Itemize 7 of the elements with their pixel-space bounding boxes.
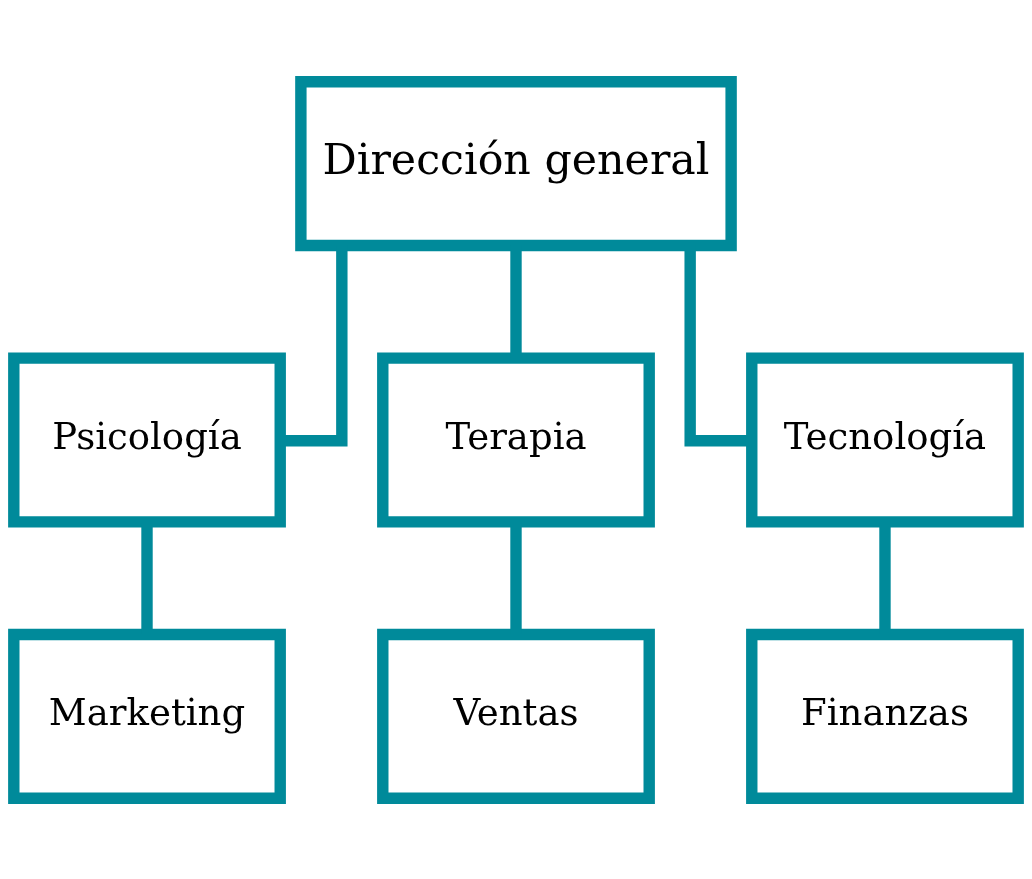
node-box: Psicología (8, 351, 286, 528)
node-box: Dirección general (295, 75, 737, 251)
node-box: Ventas (377, 628, 655, 804)
node-box: Marketing (8, 628, 286, 804)
node-box: Finanzas (746, 628, 1024, 804)
node-box: Terapia (377, 351, 655, 528)
node-box: Tecnología (746, 351, 1024, 528)
